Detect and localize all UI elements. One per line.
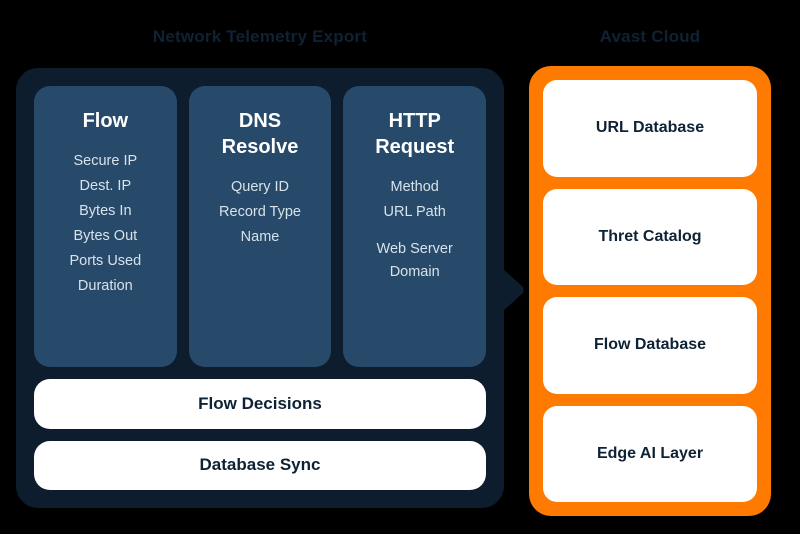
action-row-database-sync[interactable]: Database Sync [34, 440, 486, 490]
action-rows: Flow Decisions Database Sync [34, 379, 486, 490]
action-row-flow-decisions[interactable]: Flow Decisions [34, 379, 486, 429]
network-telemetry-export-panel: Flow Secure IP Dest. IP Bytes In Bytes O… [16, 68, 504, 508]
field-item: Bytes Out [73, 228, 138, 244]
field-item: URL Path [383, 204, 446, 220]
cloud-card-thret-catalog[interactable]: Thret Catalog [543, 188, 757, 285]
field-item: Query ID [231, 179, 290, 195]
cloud-card-url-database[interactable]: URL Database [543, 80, 757, 177]
field-card-title: Flow [82, 110, 129, 132]
field-item: Bytes In [79, 203, 132, 219]
field-item: Secure IP [73, 153, 138, 169]
field-item: Duration [77, 278, 133, 294]
field-list: Query ID Record Type Name [219, 176, 301, 249]
cloud-card-flow-database[interactable]: Flow Database [543, 297, 757, 394]
field-item: Web Server Domain [376, 241, 453, 280]
field-list: Method URL Path Web Server Domain [377, 176, 453, 284]
field-card-title: DNS Resolve [221, 110, 299, 158]
field-card-title: HTTP Request [375, 110, 455, 158]
arrow-right-icon [502, 268, 524, 312]
field-item: Dest. IP [79, 178, 132, 194]
field-card-http-request[interactable]: HTTP Request Method URL Path Web Server … [343, 86, 487, 367]
right-section-title: Avast Cloud [599, 27, 701, 46]
field-list: Secure IP Dest. IP Bytes In Bytes Out Po… [69, 150, 141, 298]
left-section-title: Network Telemetry Export [152, 27, 368, 46]
field-item: Method [390, 179, 439, 195]
field-cards-row: Flow Secure IP Dest. IP Bytes In Bytes O… [34, 86, 487, 367]
field-item: Record Type [219, 204, 301, 220]
cloud-card-edge-ai-layer[interactable]: Edge AI Layer [543, 405, 757, 502]
field-card-dns-resolve[interactable]: DNS Resolve Query ID Record Type Name [188, 86, 332, 367]
avast-cloud-panel: URL Database Thret Catalog Flow Database… [529, 66, 771, 516]
field-item: Name [240, 229, 280, 245]
field-item: Ports Used [69, 253, 142, 269]
field-card-flow[interactable]: Flow Secure IP Dest. IP Bytes In Bytes O… [34, 86, 177, 367]
